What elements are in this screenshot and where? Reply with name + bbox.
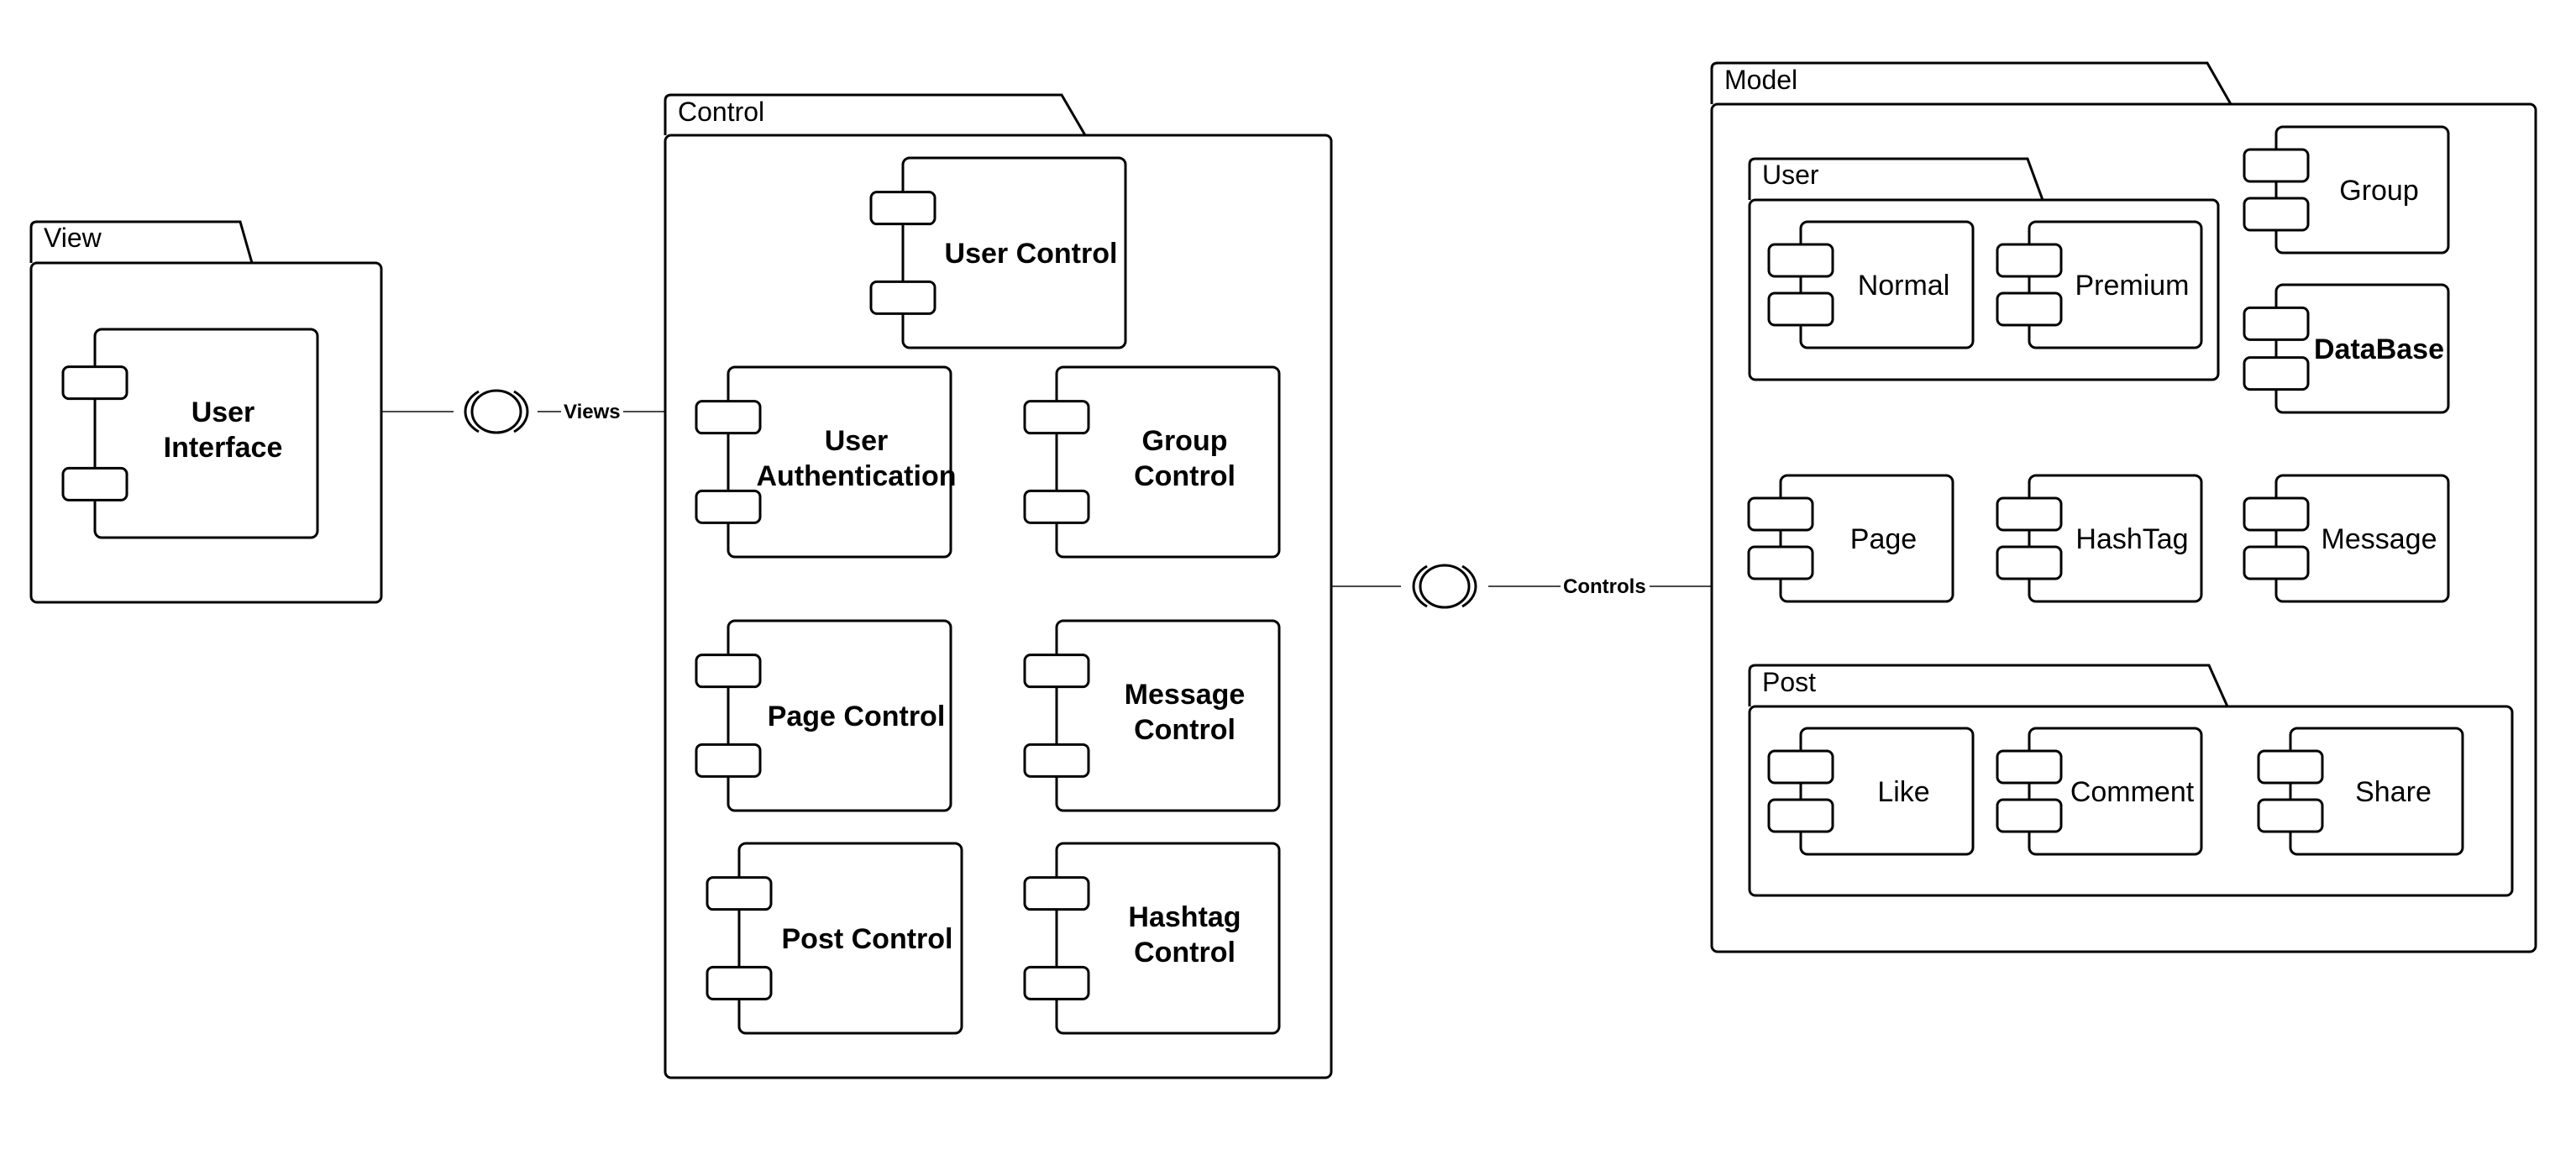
component-label-line1: User (825, 425, 889, 457)
component-hashtag: HashTag (1996, 474, 2203, 603)
package-post-label: Post (1762, 667, 1816, 697)
component-page-control: Page Control (695, 619, 952, 812)
component-port-bottom (2243, 356, 2310, 391)
component-port-bottom (1996, 798, 2063, 833)
component-label-line1: Group (1142, 425, 1228, 457)
component-port-bottom (1747, 545, 1814, 580)
component-like: Like (1767, 727, 1975, 856)
package-post-tab (1748, 664, 2229, 707)
component-label-line2: Control (1134, 460, 1236, 492)
component-database: DataBase (2243, 283, 2450, 414)
package-control-label: Control (678, 97, 764, 127)
component-port-top (1996, 749, 2063, 785)
component-port-bottom (2257, 798, 2324, 833)
component-port-bottom (695, 743, 762, 778)
component-port-top (1767, 749, 1834, 785)
component-port-top (1023, 400, 1090, 435)
component-port-top (695, 400, 762, 435)
component-port-top (869, 191, 936, 226)
component-port-top (1747, 496, 1814, 532)
component-port-bottom (1767, 291, 1834, 327)
component-port-top (1996, 243, 2063, 278)
component-port-bottom (695, 489, 762, 524)
component-label-line1: User Control (945, 238, 1118, 270)
component-label-line1: Message (1125, 679, 1246, 711)
component-port-top (1996, 496, 2063, 532)
component-port-bottom (1996, 291, 2063, 327)
component-label-line1: Page (1850, 523, 1917, 555)
component-label-line2: Interface (164, 432, 283, 464)
component-port-bottom (1996, 545, 2063, 580)
package-control-tab (664, 93, 1087, 136)
component-port-bottom (1023, 489, 1090, 524)
views-label: Views (564, 401, 621, 423)
component-label-line1: Share (2355, 776, 2432, 808)
controls-label: Controls (1563, 575, 1646, 598)
component-port-bottom (2243, 197, 2310, 232)
component-port-bottom (61, 466, 129, 501)
component-share: Share (2257, 727, 2464, 856)
component-label-line1: HashTag (2075, 523, 2188, 555)
component-label-line1: Comment (2070, 776, 2195, 808)
component-label-line1: Message (2322, 523, 2437, 555)
component-user-control: User Control (869, 156, 1127, 349)
component-label-line1: Page Control (768, 701, 946, 732)
component-port-top (1023, 654, 1090, 689)
component-label-line1: DataBase (2314, 333, 2444, 365)
component-label-line2: Control (1134, 714, 1236, 746)
component-premium: Premium (1996, 220, 2203, 349)
component-label-line1: Normal (1858, 270, 1950, 302)
component-port-bottom (2243, 545, 2310, 580)
views-socket-right (513, 390, 529, 433)
package-model-tab (1710, 61, 2232, 105)
component-page: Page (1747, 474, 1954, 603)
views-interface-ball (470, 389, 522, 434)
component-port-top (1767, 243, 1834, 278)
component-normal: Normal (1767, 220, 1975, 349)
controls-connector (1331, 564, 1712, 609)
component-label-line2: Control (1134, 937, 1236, 969)
component-label-line1: Premium (2075, 270, 2189, 302)
component-port-bottom (706, 965, 773, 1000)
controls-socket-left (1412, 564, 1428, 608)
component-port-top (1023, 876, 1090, 911)
component-post-control: Post Control (706, 842, 963, 1035)
component-message: Message (2243, 474, 2450, 603)
component-label-line1: Like (1877, 776, 1929, 808)
component-label-line1: Group (2339, 175, 2419, 207)
views-socket-left (464, 390, 480, 433)
component-port-top (2243, 148, 2310, 183)
package-view-tab (29, 220, 254, 264)
component-label-line1: Hashtag (1128, 901, 1241, 933)
component-port-bottom (1023, 965, 1090, 1000)
component-label-line1: Post Control (782, 923, 953, 955)
component-label-line2: Authentication (757, 460, 957, 492)
package-model-label: Model (1724, 65, 1797, 95)
component-comment: Comment (1996, 727, 2203, 856)
component-port-top (695, 654, 762, 689)
component-port-top (706, 876, 773, 911)
package-user-tab (1748, 157, 2044, 201)
component-port-bottom (1767, 798, 1834, 833)
component-port-top (61, 365, 129, 401)
component-port-bottom (869, 280, 936, 315)
package-user-label: User (1762, 160, 1819, 190)
controls-interface-ball (1419, 564, 1471, 609)
component-port-top (2243, 496, 2310, 532)
package-view-label: View (44, 223, 102, 253)
component-port-top (2257, 749, 2324, 785)
component-port-bottom (1023, 743, 1090, 778)
controls-socket-right (1461, 564, 1477, 608)
component-group: Group (2243, 125, 2450, 255)
views-connector (381, 389, 665, 434)
component-port-top (2243, 306, 2310, 341)
component-label-line1: User (191, 396, 255, 428)
